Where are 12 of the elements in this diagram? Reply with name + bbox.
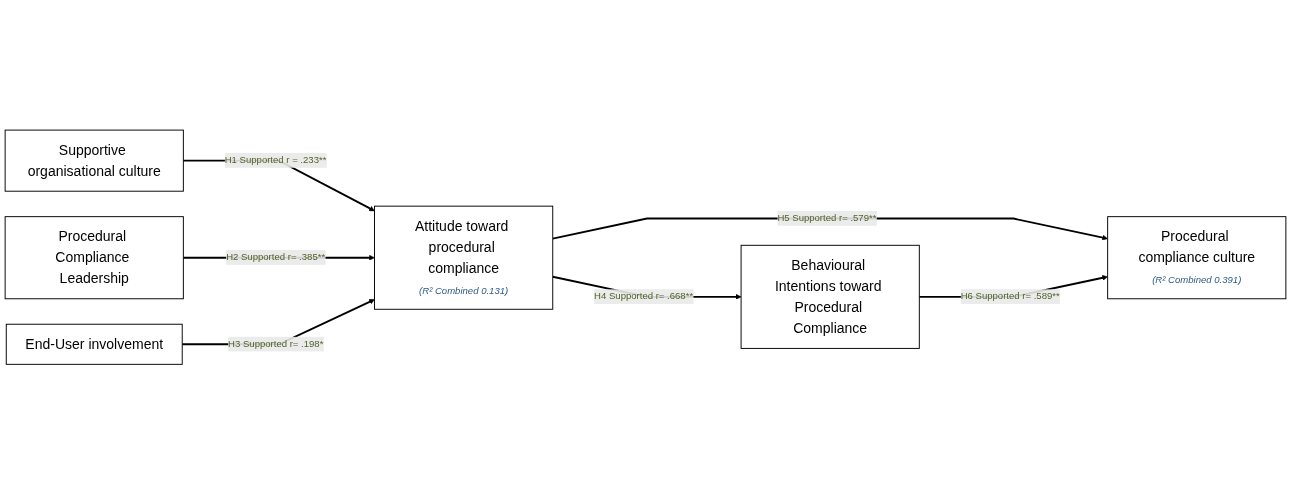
edge-label: H5 Supported r= .579** — [777, 212, 877, 224]
edge-label: H2 Supported r= .385** — [226, 251, 326, 263]
node-box: Procedural Compliance Leadership — [4, 216, 184, 300]
node-box: End-User involvement — [5, 324, 183, 366]
edge-label: H3 Supported r= .198* — [228, 338, 324, 350]
node-box: Behavioural Intentions toward Procedural Compliance — [740, 245, 920, 350]
node-box: Procedural compliance culture (R² Combined 0.391) — [1107, 216, 1287, 300]
node-box: Supportive organisational culture — [4, 129, 184, 192]
edge-label: H1 Supported r = .233** — [224, 154, 327, 166]
node-box: Attitude toward procedural compliance (R² Combined 0.131) — [374, 205, 554, 311]
edge-label: H6 Supported r= .589** — [960, 290, 1060, 302]
edge-label: H4 Supported r= .668** — [594, 290, 694, 302]
